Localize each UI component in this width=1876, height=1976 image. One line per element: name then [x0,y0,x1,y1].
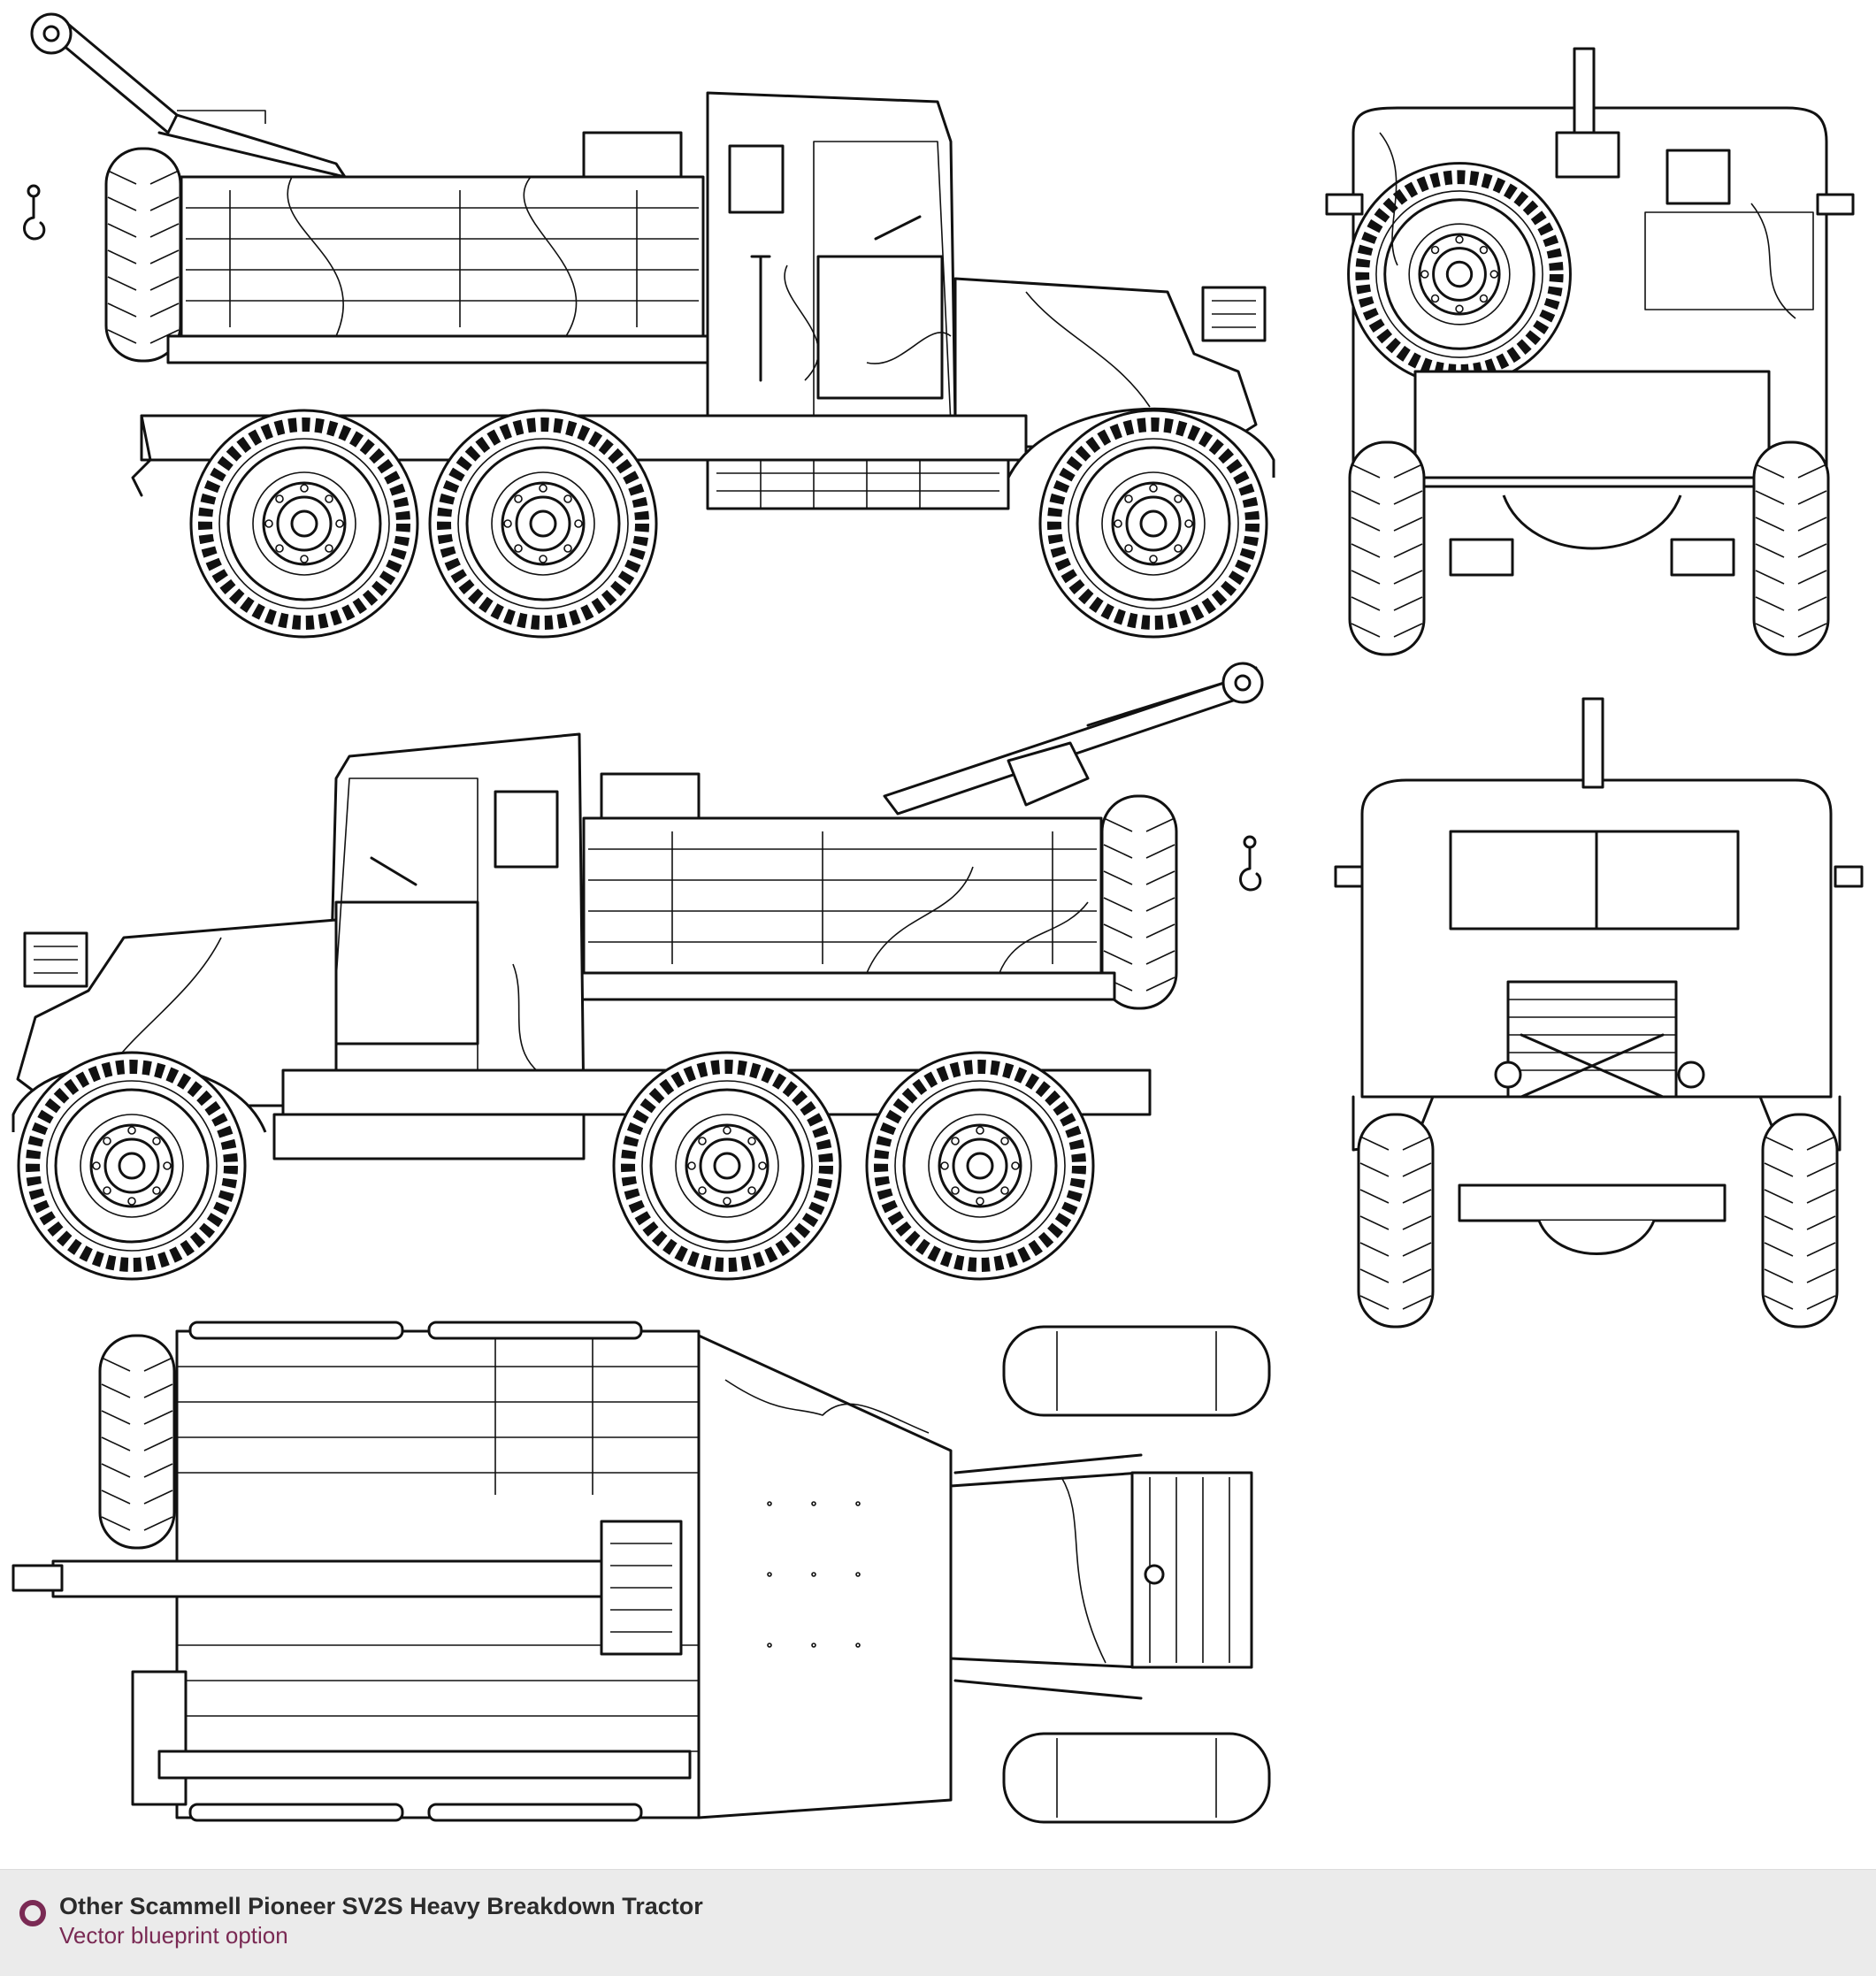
rear-tire-left [1348,440,1426,656]
cargo-body [582,816,1103,975]
cab [325,732,586,1116]
rear-view [1325,47,1855,656]
spare-tire [104,147,182,363]
front-wheel-top-right [1002,1732,1271,1824]
crane-post [1581,697,1604,789]
blueprint-drawing [0,12,1864,1824]
wheel-rear-1 [614,1053,840,1279]
front-tire-right [1761,1113,1839,1329]
cab-roof [697,1334,953,1819]
hook-icon [1239,835,1262,892]
front-wheel-top-left [1002,1325,1271,1417]
top-view [11,1321,1271,1824]
front-tire-left [1357,1113,1435,1329]
crane-jib [30,12,347,179]
side-view-left [23,12,1275,637]
front-axle [1458,1183,1727,1222]
windscreen [1449,830,1740,931]
front-view [1334,697,1864,1329]
rear-axle [1413,370,1771,479]
headlamp-left [1494,1061,1522,1089]
spare-tire [98,1334,176,1550]
cargo-body [180,175,705,338]
wheel-rear-1 [191,410,417,637]
headlamp-right [1677,1061,1705,1089]
blueprint-title: Other Scammell Pioneer SV2S Heavy Breakd… [59,1893,703,1919]
bonnet-top [949,1471,1143,1669]
side-view-right [13,662,1264,1279]
blueprint-subtitle: Vector blueprint option [59,1922,288,1949]
crane-jib-top [11,1520,683,1656]
radiator-grille [1506,980,1678,1099]
wheel-front [19,1053,245,1279]
crane-jib [883,662,1264,816]
wheel-front [1040,410,1267,637]
footer-caption: Other Scammell Pioneer SV2S Heavy Breakd… [0,1869,1876,1976]
hook-icon [23,184,46,241]
wheel-rear-2 [867,1053,1093,1279]
rear-tire-right [1752,440,1830,656]
bonnet [953,277,1267,448]
cab [706,91,957,426]
ring-bullet-icon [19,1900,46,1926]
spare-tire [1349,164,1571,386]
wheel-rear-2 [430,410,656,637]
